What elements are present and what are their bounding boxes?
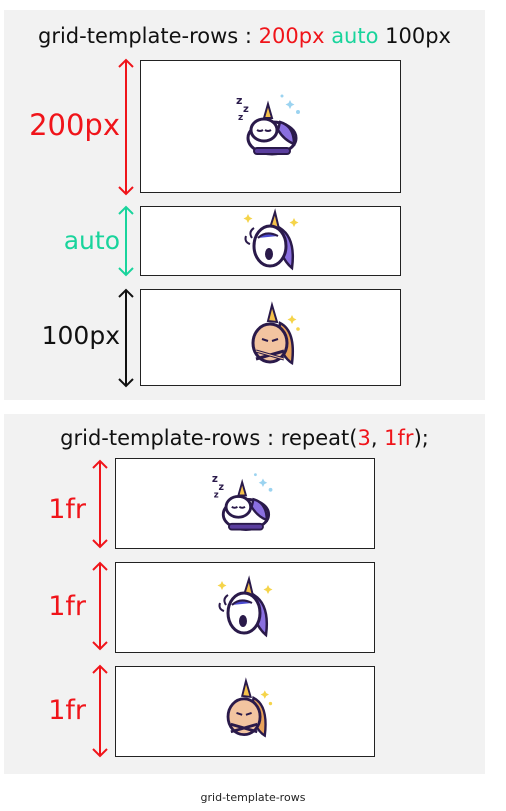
- height-arrow-red: [118, 58, 134, 196]
- angry-unicorn-icon: [251, 300, 300, 365]
- title-value-100px: 100px: [385, 24, 451, 48]
- grid-row-3: [140, 289, 401, 386]
- grid-row-1: z z z: [115, 458, 375, 549]
- angry-unicorn-icon: [226, 676, 273, 738]
- panel-title: grid-template-rows : repeat(3, 1fr);: [4, 426, 485, 450]
- height-arrow-teal: [118, 205, 134, 277]
- title-value-auto: auto: [331, 24, 379, 48]
- row-label-1fr: 1fr: [48, 695, 86, 726]
- svg-text:z: z: [219, 481, 225, 492]
- grid-row-2: [115, 562, 375, 653]
- row-label-100px: 100px: [41, 321, 120, 350]
- grid-row-1: z z z: [140, 60, 401, 193]
- svg-text:z: z: [236, 94, 242, 107]
- title-value-200px: 200px: [258, 24, 325, 48]
- svg-text:z: z: [238, 113, 243, 123]
- height-arrow-red: [92, 664, 108, 758]
- panel-title: grid-template-rows : 200px auto 100px: [4, 24, 485, 48]
- sleeping-unicorn-icon: z z z: [212, 473, 273, 531]
- title-value-3: 3: [357, 426, 371, 450]
- crying-unicorn-icon: [243, 208, 298, 271]
- figure-caption: grid-template-rows: [200, 791, 306, 804]
- title-separator: ,: [370, 426, 385, 450]
- height-arrow-red: [92, 459, 108, 549]
- height-arrow-red: [92, 561, 108, 651]
- row-label-1fr: 1fr: [48, 494, 86, 525]
- row-label-200px: 200px: [29, 108, 120, 142]
- crying-unicorn-icon: [217, 574, 273, 637]
- sleeping-unicorn-icon: z z z: [236, 94, 300, 155]
- svg-text:z: z: [214, 490, 219, 500]
- grid-row-3: [115, 666, 375, 757]
- row-label-auto: auto: [63, 226, 120, 255]
- title-value-1fr: 1fr: [384, 426, 414, 450]
- title-prefix: grid-template-rows :: [38, 24, 259, 48]
- title-suffix: );: [413, 426, 429, 450]
- svg-text:z: z: [243, 104, 249, 115]
- grid-row-2: [140, 206, 401, 276]
- svg-text:z: z: [212, 473, 218, 485]
- title-prefix: grid-template-rows : repeat(: [60, 426, 358, 450]
- height-arrow-black: [118, 288, 134, 388]
- row-label-1fr: 1fr: [48, 591, 86, 622]
